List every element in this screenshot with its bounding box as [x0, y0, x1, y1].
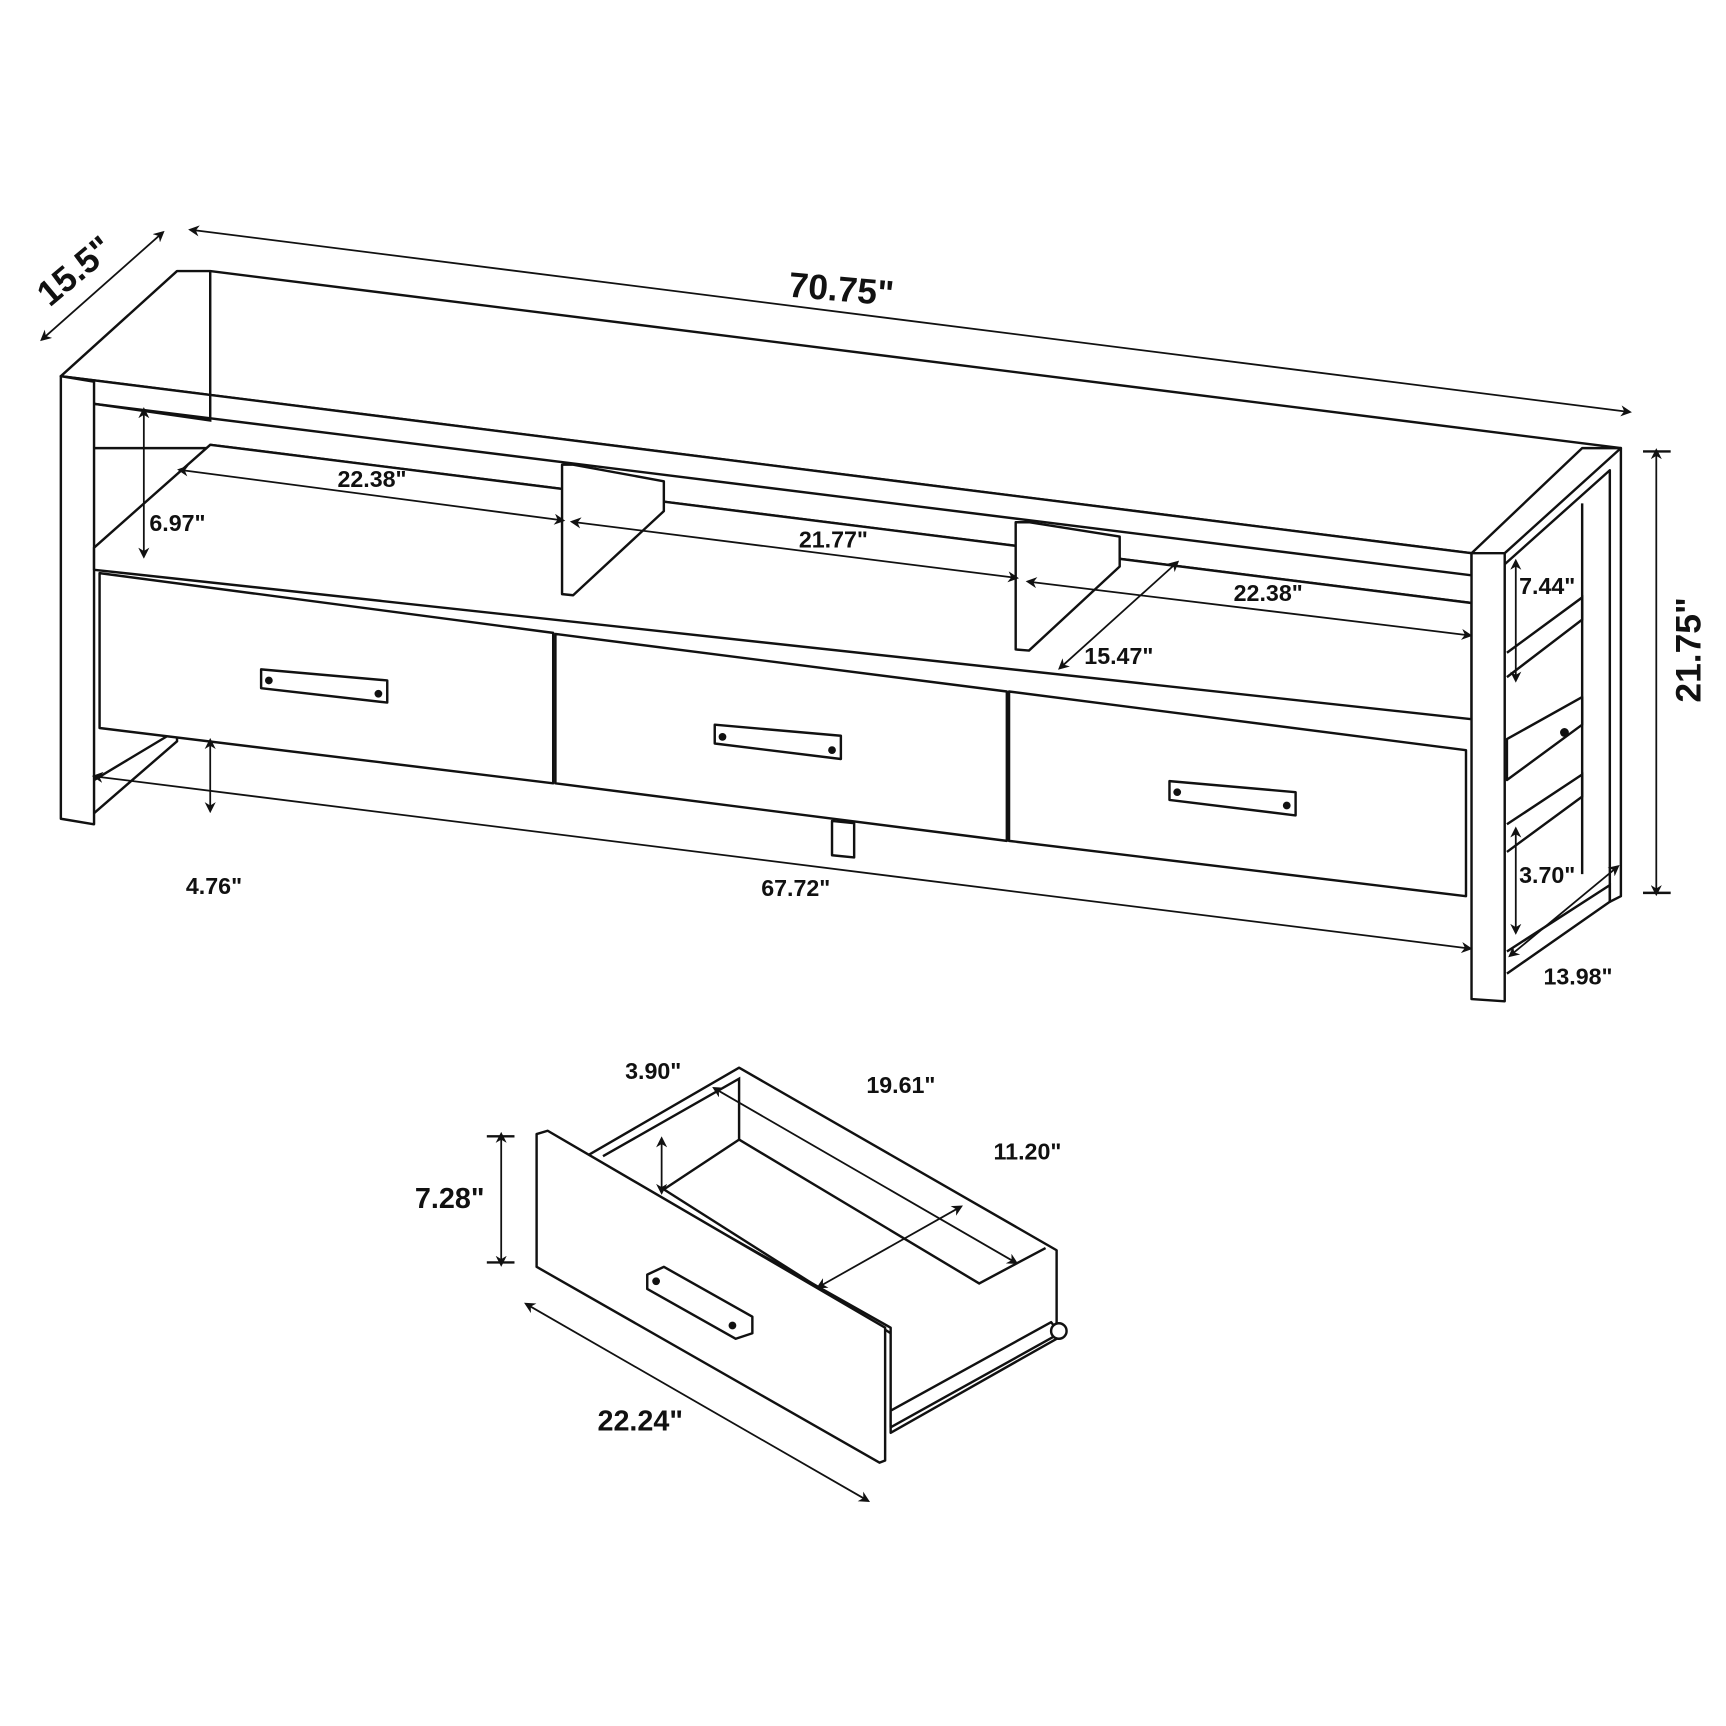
side-upper-label: 7.44" — [1519, 573, 1575, 599]
drawer-depth-label: 19.61" — [866, 1072, 935, 1098]
right-leg — [1470, 551, 1506, 1003]
left-leg — [59, 374, 96, 826]
shelf-middle-width-label: 21.77" — [799, 527, 868, 553]
depth-label: 15.5" — [29, 228, 120, 314]
drawer-handle-2[interactable] — [713, 723, 843, 761]
drawer-inner-height-label: 3.90" — [625, 1058, 681, 1084]
right-side-frame — [1503, 446, 1623, 903]
height-label: 21.75" — [1669, 597, 1709, 702]
side-lower-label: 3.70" — [1519, 862, 1575, 888]
dimension-labels: 15.5" 70.75" 21.75" 22.38" 6.97" 21.77" … — [29, 228, 1708, 1438]
dimension-lines — [40, 225, 1671, 1502]
side-depth-label: 13.98" — [1543, 964, 1612, 990]
floor-clearance-label: 4.76" — [186, 873, 242, 899]
shelf-right-width-label: 22.38" — [1234, 580, 1303, 606]
side-drawer-end — [1505, 695, 1584, 782]
drawer-width-label: 22.24" — [597, 1406, 683, 1438]
right-base-frame — [1506, 882, 1612, 975]
shelf-depth-label: 15.47" — [1084, 643, 1153, 669]
drawer-inner-width-label: 11.20" — [994, 1139, 1062, 1165]
left-base-frame — [93, 728, 179, 815]
inner-width-label: 67.72" — [761, 875, 830, 901]
center-leg — [830, 819, 856, 859]
drawer-height-label: 7.28" — [415, 1183, 485, 1215]
width-label: 70.75" — [787, 265, 895, 314]
drawer-detail — [535, 1066, 1068, 1464]
shelf-height-label: 6.97" — [149, 510, 205, 536]
shelf-left-width-label: 22.38" — [337, 466, 406, 492]
drawer-handle-1[interactable] — [259, 668, 389, 704]
